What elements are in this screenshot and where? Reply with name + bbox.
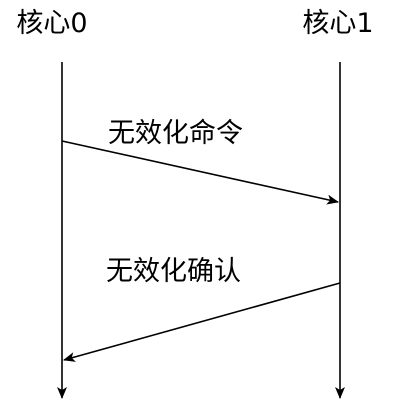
message-label-invalidate-ack: 无效化确认 bbox=[106, 256, 241, 287]
message-arrow-invalidate-ack bbox=[63, 282, 341, 362]
message-label-invalidate-command: 无效化命令 bbox=[108, 118, 243, 149]
message-arrow-invalidate-command bbox=[61, 140, 339, 205]
participant-label-core0: 核心0 bbox=[16, 8, 87, 39]
participant-label-core1: 核心1 bbox=[302, 8, 373, 39]
